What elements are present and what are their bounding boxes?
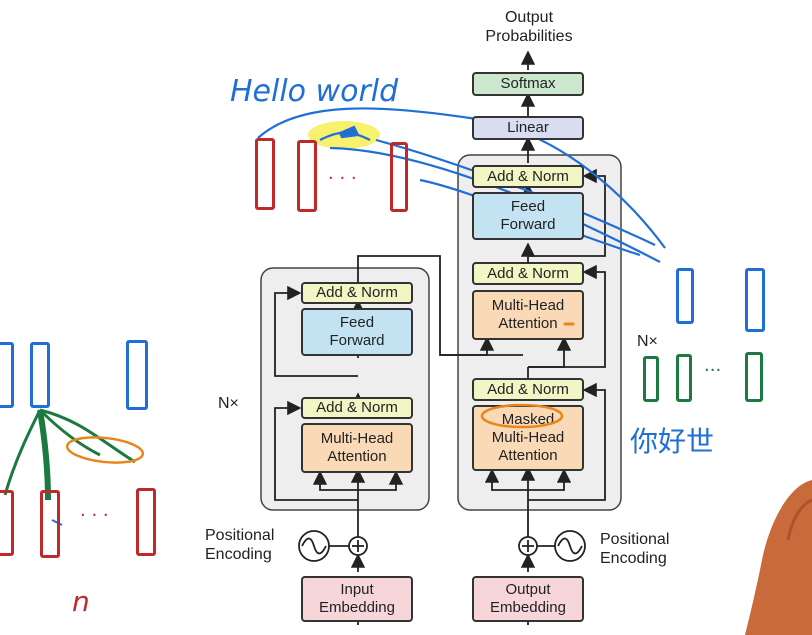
positional-encoding-symbols bbox=[298, 530, 586, 562]
encoder-multi-head-attention: Multi-Head Attention bbox=[301, 423, 413, 473]
red-vector bbox=[40, 490, 60, 558]
red-vector bbox=[390, 142, 408, 212]
red-ellipsis: · · · bbox=[328, 168, 357, 189]
encoder-positional-encoding-label: Positional Encoding bbox=[205, 526, 274, 564]
output-embedding-line1: Output bbox=[505, 581, 551, 598]
input-embedding-line1: Input bbox=[340, 581, 374, 598]
blue-vector bbox=[0, 342, 14, 408]
positional-line1: Positional bbox=[600, 531, 670, 548]
feed-forward-line2: Forward bbox=[329, 332, 385, 349]
blue-vector bbox=[126, 340, 148, 410]
output-probabilities-line1: Output bbox=[504, 9, 554, 26]
output-embedding-block: Output Embedding bbox=[472, 576, 584, 622]
decoder-feed-forward: Feed Forward bbox=[472, 192, 584, 240]
masked-line1: Masked bbox=[501, 411, 555, 428]
green-vector bbox=[676, 354, 692, 402]
input-embedding-line2: Embedding bbox=[319, 599, 395, 616]
feed-forward-line1: Feed bbox=[510, 198, 546, 215]
input-embedding-block: Input Embedding bbox=[301, 576, 413, 622]
chinese-annotation: 你好世 bbox=[630, 425, 715, 458]
red-vector bbox=[297, 140, 317, 212]
red-vector bbox=[255, 138, 275, 210]
decoder-nx-label: N× bbox=[637, 333, 658, 350]
multi-head-line1: Multi-Head bbox=[320, 430, 394, 447]
blue-vector bbox=[676, 268, 694, 324]
decoder-add-norm-3: Add & Norm bbox=[472, 165, 584, 188]
green-vector bbox=[643, 356, 659, 402]
positional-line1: Positional bbox=[205, 527, 275, 544]
output-embedding-line2: Embedding bbox=[490, 599, 566, 616]
add-norm-label: Add & Norm bbox=[316, 399, 398, 416]
output-probabilities-line2: Probabilities bbox=[485, 28, 573, 45]
linear-block: Linear bbox=[472, 116, 584, 140]
linear-label: Linear bbox=[507, 119, 549, 136]
decoder-multi-head-attention: Multi-Head Attention bbox=[472, 290, 584, 340]
red-vector bbox=[0, 490, 14, 556]
encoder-add-norm-1: Add & Norm bbox=[301, 397, 413, 419]
softmax-block: Softmax bbox=[472, 72, 584, 96]
decoder-masked-attention: Masked Multi-Head Attention bbox=[472, 405, 584, 471]
positional-line2: Encoding bbox=[205, 546, 272, 563]
green-vector bbox=[745, 352, 763, 402]
softmax-label: Softmax bbox=[500, 75, 556, 92]
masked-line2: Multi-Head bbox=[491, 429, 565, 446]
encoder-nx-label: N× bbox=[218, 395, 239, 412]
feed-forward-line2: Forward bbox=[500, 216, 556, 233]
encoder-feed-forward: Feed Forward bbox=[301, 308, 413, 356]
add-norm-label: Add & Norm bbox=[487, 380, 569, 398]
feed-forward-line1: Feed bbox=[339, 314, 375, 331]
encoder-add-norm-2: Add & Norm bbox=[301, 282, 413, 304]
add-norm-label: Add & Norm bbox=[487, 264, 569, 282]
hello-world-annotation: Hello world bbox=[230, 74, 399, 109]
multi-head-line2: Attention bbox=[327, 448, 387, 465]
decoder-add-norm-2: Add & Norm bbox=[472, 262, 584, 285]
blue-vector bbox=[745, 268, 765, 332]
left-attention-sketch bbox=[3, 408, 145, 526]
output-probabilities-label: Output Probabilities bbox=[470, 8, 588, 46]
add-norm-label: Add & Norm bbox=[487, 167, 569, 185]
left-red-ellipsis: · · · bbox=[80, 505, 109, 526]
n-annotation: n bbox=[72, 585, 90, 618]
decoder-positional-encoding-label: Positional Encoding bbox=[600, 530, 669, 568]
positional-line2: Encoding bbox=[600, 550, 667, 567]
multi-head-line2: Attention bbox=[498, 315, 558, 332]
red-vector bbox=[136, 488, 156, 556]
green-ellipsis: ··· bbox=[704, 360, 722, 381]
blue-vector bbox=[30, 342, 50, 408]
encoder-stack bbox=[260, 267, 430, 511]
masked-line3: Attention bbox=[498, 447, 558, 464]
decoder-add-norm-1: Add & Norm bbox=[472, 378, 584, 401]
add-norm-label: Add & Norm bbox=[316, 284, 398, 301]
multi-head-line1: Multi-Head bbox=[491, 297, 565, 314]
